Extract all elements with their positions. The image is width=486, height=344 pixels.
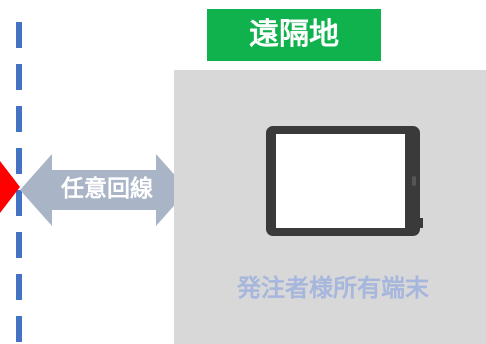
red-arrow-icon [0,161,20,213]
boundary-dashed-line [16,22,22,344]
tablet-screen [276,134,405,228]
connection-label: 任意回線 [61,176,153,202]
double-arrow-icon [20,154,188,226]
tablet-side-button [420,218,423,228]
tablet-home-button [412,176,416,186]
tablet-icon [266,126,420,236]
device-label: 発注者様所有端末 [237,274,429,302]
remote-site-title: 遠隔地 [207,9,381,61]
